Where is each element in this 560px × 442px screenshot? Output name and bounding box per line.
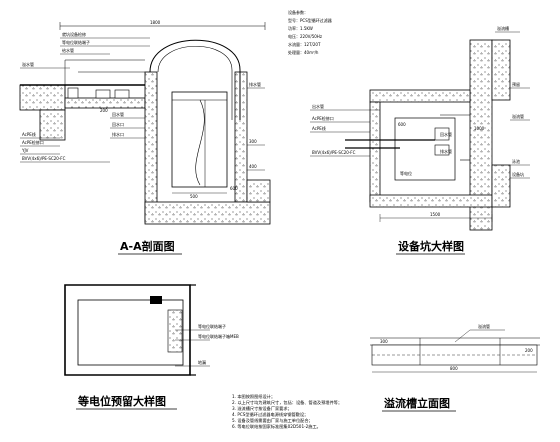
pit-label-8: 回水管 bbox=[440, 131, 452, 137]
title-section-aa: A-A剖面图 bbox=[120, 239, 175, 253]
pit-label-6: AcPE检修口 bbox=[312, 115, 334, 121]
params-line-1: 功率：1.5KW bbox=[288, 25, 313, 31]
note-line-1: 2. 以上尺寸均为建筑尺寸，包括：设备、管道及预埋件等； bbox=[232, 399, 342, 406]
equip-label-2: 地漏 bbox=[198, 359, 206, 365]
pit-label-5: 出水管 bbox=[312, 103, 324, 109]
params-line-3: 水流量：12T/20T bbox=[288, 41, 321, 47]
aa-label-9: 回水口 bbox=[112, 121, 124, 127]
pit-label-7: AcPE线 bbox=[312, 125, 326, 131]
overflow-label-1: 300 bbox=[380, 339, 388, 344]
note-line-5: 6. 等电位联结按国家标准图集02D501-2施工。 bbox=[232, 423, 321, 430]
pit-label-0: 溢流槽 bbox=[497, 25, 509, 31]
aa-label-1: 等电位联结端子 bbox=[62, 39, 90, 45]
pit-dim-1: 1000 bbox=[474, 126, 485, 131]
equip-label-1: 等电位联结端子箱MEB bbox=[198, 333, 239, 339]
params-header: 设备参数： bbox=[288, 9, 308, 15]
note-line-4: 5. 设备及管线需要由厂家与施工单位配合； bbox=[232, 417, 313, 424]
aa-dim-0: 200 bbox=[100, 108, 108, 113]
pit-label-11: BVV(4x6)/PE-SC20-FC bbox=[312, 150, 356, 155]
pit-label-1: 预留 bbox=[512, 81, 520, 87]
pit-dim-0: 600 bbox=[398, 122, 406, 127]
notes-block: 1. 本图按照图纸设计； 2. 以上尺寸均为建筑尺寸，包括：设备、管道及预埋件等… bbox=[232, 393, 342, 430]
title-overflow: 溢流槽立面图 bbox=[384, 396, 450, 410]
overflow-label-0: 溢流管 bbox=[478, 323, 490, 329]
aa-label-5: AcPE检修口 bbox=[22, 139, 44, 145]
aa-label-2: 给水管 bbox=[62, 47, 74, 53]
equipment-pit: 溢流槽 预留 溢流管 泳池 设备坑 出水管 AcPE检修口 AcPE线 回水管 … bbox=[310, 25, 530, 255]
pit-label-10: 等电位 bbox=[400, 170, 412, 176]
pit-label-2: 溢流管 bbox=[512, 113, 524, 119]
aa-dim-4: 600 bbox=[230, 186, 238, 191]
aa-dim-2: 300 bbox=[249, 139, 257, 144]
section-aa: 1800 bbox=[19, 20, 271, 255]
aa-label-10: 排水口 bbox=[112, 131, 124, 137]
aa-label-7: BVV(4x6)/PE-SC20-FC bbox=[22, 156, 66, 161]
params-line-2: 电压：220V/50Hz bbox=[288, 33, 322, 39]
aa-label-3: 溢水管 bbox=[22, 61, 34, 67]
params-line-0: 型号：PCS型循环过滤器 bbox=[288, 17, 332, 23]
overflow-trough: 溢流管 300 200 800 溢流槽立面图 bbox=[370, 323, 540, 412]
pit-dim-2: 1500 bbox=[430, 212, 441, 217]
equipotential-detail: 等电位联结端子 等电位联结端子箱MEB 地漏 等电位预留大样图 bbox=[64, 284, 239, 410]
overflow-label-3: 800 bbox=[450, 366, 458, 371]
overflow-label-2: 200 bbox=[525, 348, 533, 353]
aa-top-dim: 1800 bbox=[150, 20, 161, 25]
note-line-2: 3. 溢流槽尺寸按设备厂家要求； bbox=[232, 405, 292, 412]
aa-label-0: 就坑设备检修 bbox=[62, 31, 86, 37]
equip-label-0: 等电位联结端子 bbox=[198, 323, 226, 329]
note-line-0: 1. 本图按照图纸设计； bbox=[232, 393, 275, 400]
pit-label-9: 排水管 bbox=[440, 148, 452, 154]
aa-dim-1: 500 bbox=[190, 194, 198, 199]
aa-label-6: YJV bbox=[21, 148, 29, 153]
aa-label-8: 回水管 bbox=[112, 111, 124, 117]
pit-label-3: 泳池 bbox=[512, 158, 520, 164]
aa-label-11: 排水管 bbox=[249, 81, 261, 87]
aa-label-4: AcPE线 bbox=[22, 131, 36, 137]
pit-label-4: 设备坑 bbox=[512, 171, 524, 177]
note-line-3: 4. PCS型循环过滤器电源线穿钢管敷设； bbox=[232, 411, 308, 418]
title-equipment-pit: 设备坑大样图 bbox=[398, 239, 464, 253]
equipment-params: 设备参数： 型号：PCS型循环过滤器 功率：1.5KW 电压：220V/50Hz… bbox=[288, 9, 332, 55]
aa-dim-3: 400 bbox=[249, 164, 257, 169]
params-line-4: 处理量：40m³/h bbox=[288, 49, 319, 55]
title-equipotential: 等电位预留大样图 bbox=[77, 394, 166, 408]
